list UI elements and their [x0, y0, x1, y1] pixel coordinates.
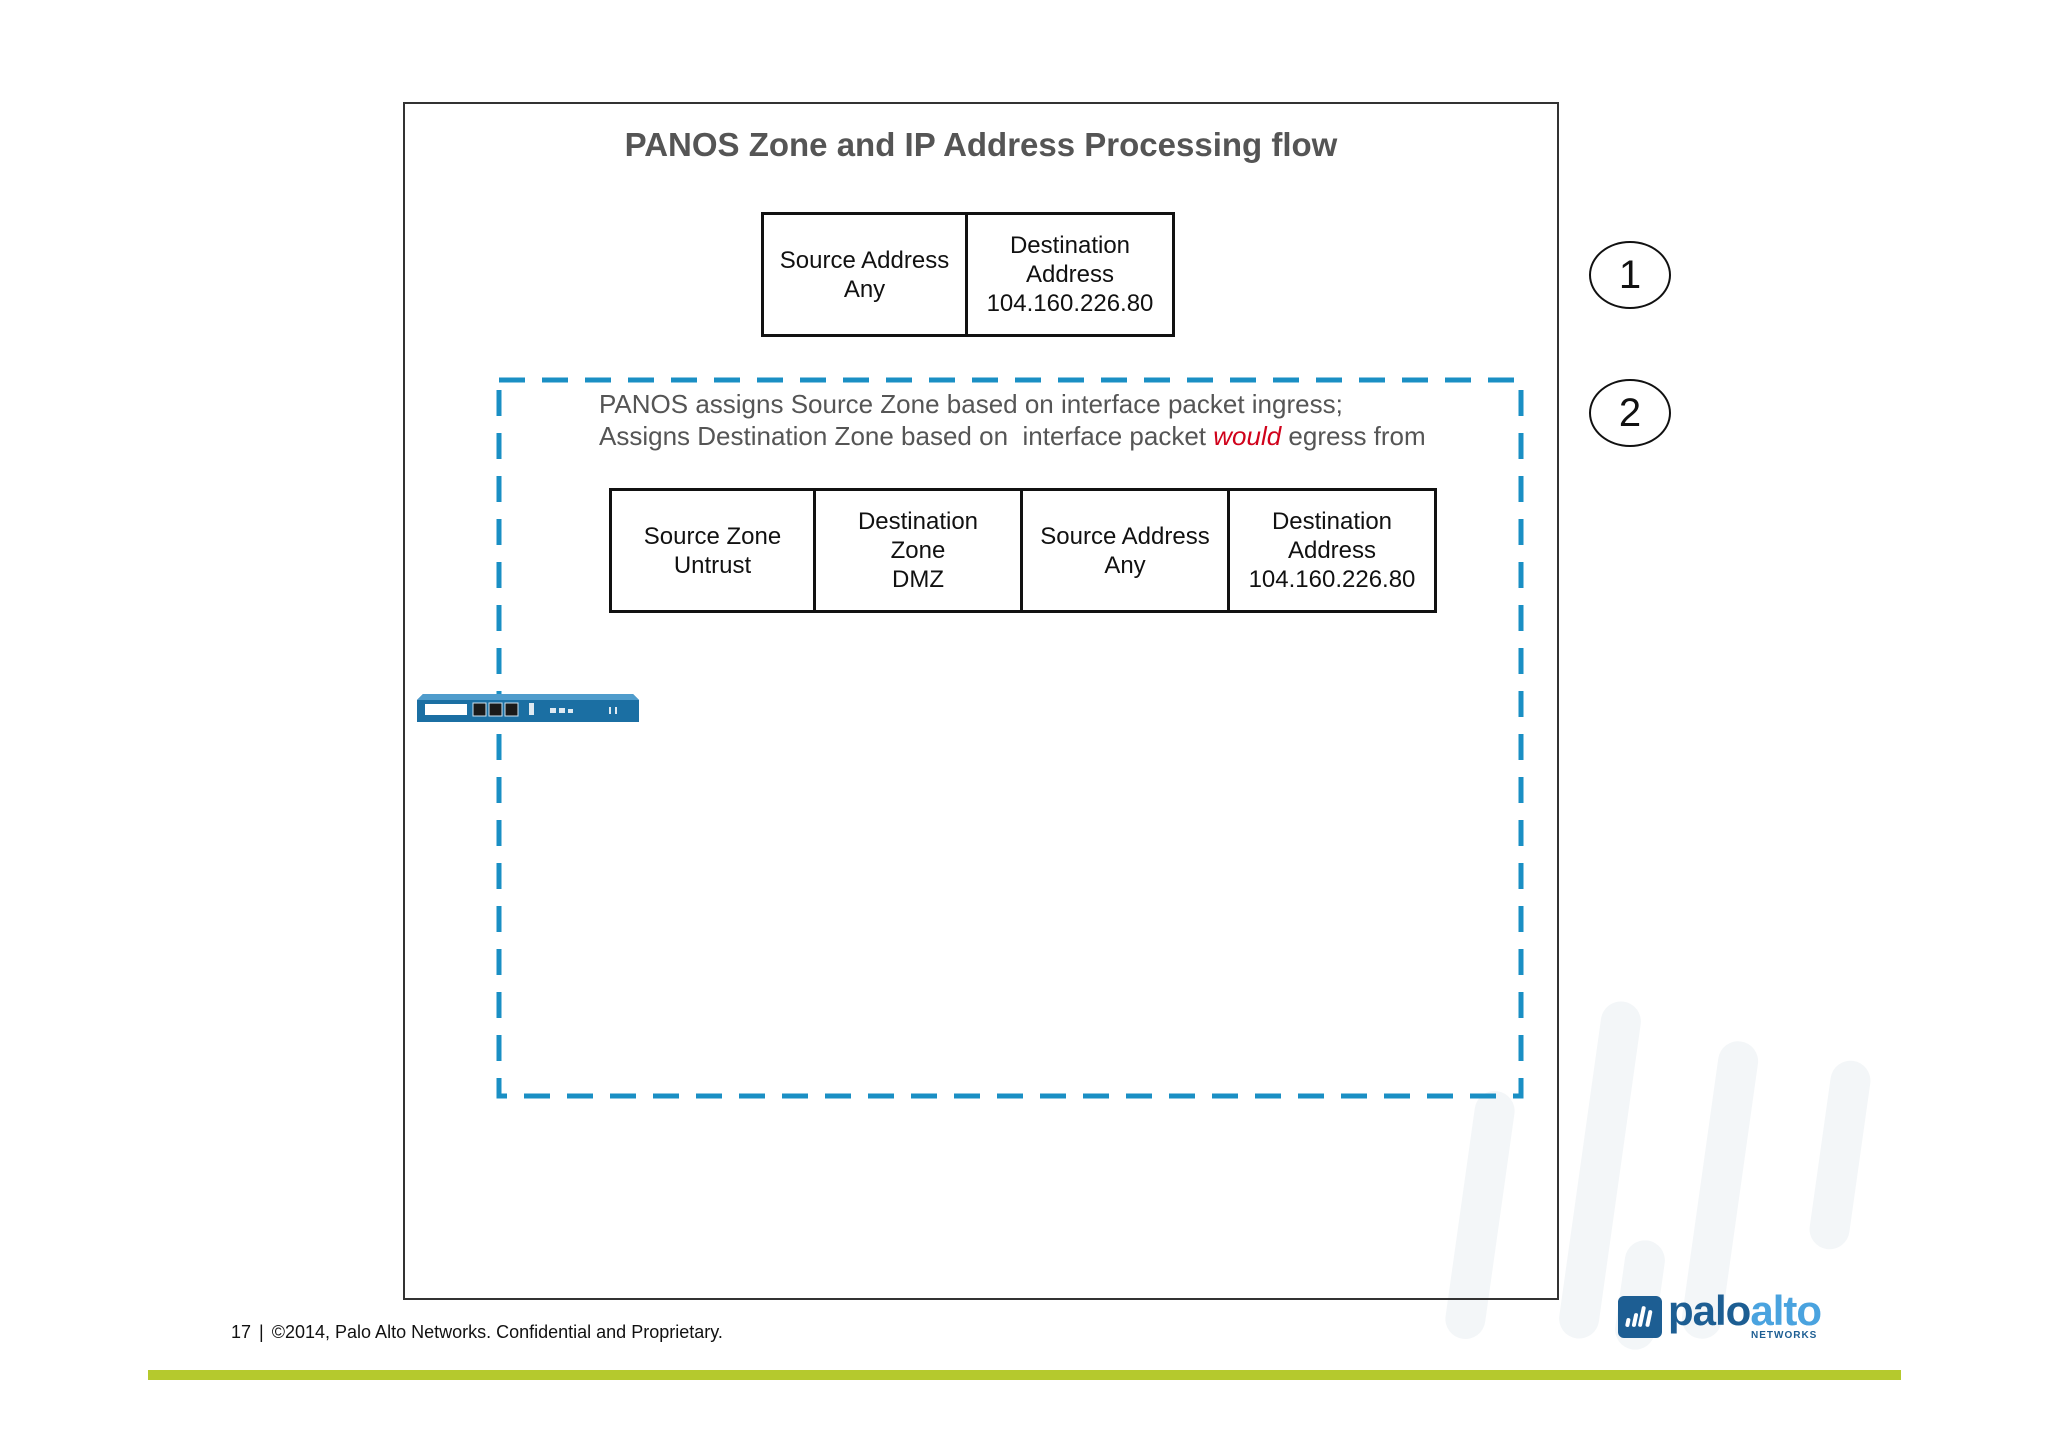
- cell-destination-address: Destination Address 104.160.226.80: [968, 212, 1175, 337]
- cell-line: Destination: [1009, 232, 1131, 259]
- cell-destination-address: Destination Address 104.160.226.80: [1230, 488, 1437, 613]
- cell-line: Source Address: [779, 246, 950, 274]
- cell-source-address: Source Address Any: [761, 212, 968, 337]
- footer-accent-bar: [148, 1370, 1901, 1380]
- firewall-appliance-icon: [417, 694, 639, 722]
- packet-table-with-zones: Source Zone Untrust Destination Zone DMZ…: [609, 488, 1437, 613]
- copyright-text: ©2014, Palo Alto Networks. Confidential …: [271, 1322, 723, 1342]
- cell-source-zone: Source Zone Untrust: [609, 488, 816, 613]
- cell-line: 104.160.226.80: [986, 290, 1154, 317]
- page-number: 17: [231, 1322, 252, 1342]
- paloalto-wordmark: paloalto: [1668, 1287, 1822, 1335]
- zone-assignment-line2-end: egress from: [1281, 421, 1426, 451]
- zone-assignment-line1: PANOS assigns Source Zone based on inter…: [599, 389, 1343, 419]
- cell-line: Address: [1287, 537, 1377, 564]
- cell-line: Destination: [1271, 508, 1393, 535]
- cell-source-address: Source Address Any: [1023, 488, 1230, 613]
- cell-line: Untrust: [673, 551, 752, 579]
- cell-line: Any: [1104, 551, 1146, 579]
- cell-line: Source Address: [1040, 522, 1210, 550]
- step-marker-2: 2: [1589, 379, 1671, 447]
- zone-assignment-line2-start: Assigns Destination Zone based on interf…: [599, 421, 1214, 451]
- cell-destination-zone: Destination Zone DMZ: [816, 488, 1023, 613]
- footer-separator: |: [259, 1322, 264, 1342]
- logo-word-main: palo: [1668, 1287, 1751, 1334]
- zone-assignment-text: PANOS assigns Source Zone based on inter…: [599, 388, 1426, 452]
- diagram-frame: [403, 102, 1559, 1300]
- logo-subtitle: NETWORKS: [1751, 1330, 1818, 1341]
- cell-line: Source Zone: [643, 522, 782, 550]
- cell-line: Address: [1025, 261, 1115, 288]
- diagram-title: PANOS Zone and IP Address Processing flo…: [624, 126, 1338, 163]
- paloalto-mark-icon: [1618, 1296, 1662, 1338]
- cell-line: Any: [843, 275, 886, 303]
- paloalto-logo: paloalto NETWORKS: [1618, 1287, 1822, 1341]
- cell-line: 104.160.226.80: [1248, 566, 1416, 593]
- zone-boundary-dashed: [496, 377, 1524, 1099]
- step-marker-1: 1: [1589, 241, 1671, 309]
- slide-footer: 17 | ©2014, Palo Alto Networks. Confidenti…: [231, 1322, 723, 1343]
- packet-table-initial: Source Address Any Destination Address 1…: [761, 212, 1175, 337]
- cell-line: DMZ: [892, 566, 944, 593]
- logo-word-accent: alto: [1750, 1287, 1822, 1334]
- zone-assignment-emphasis: would: [1213, 421, 1282, 451]
- cell-line: Destination: [857, 508, 979, 535]
- cell-line: Zone: [890, 537, 946, 564]
- zone-assignment-line2: Assigns Destination Zone based on interf…: [599, 420, 1426, 452]
